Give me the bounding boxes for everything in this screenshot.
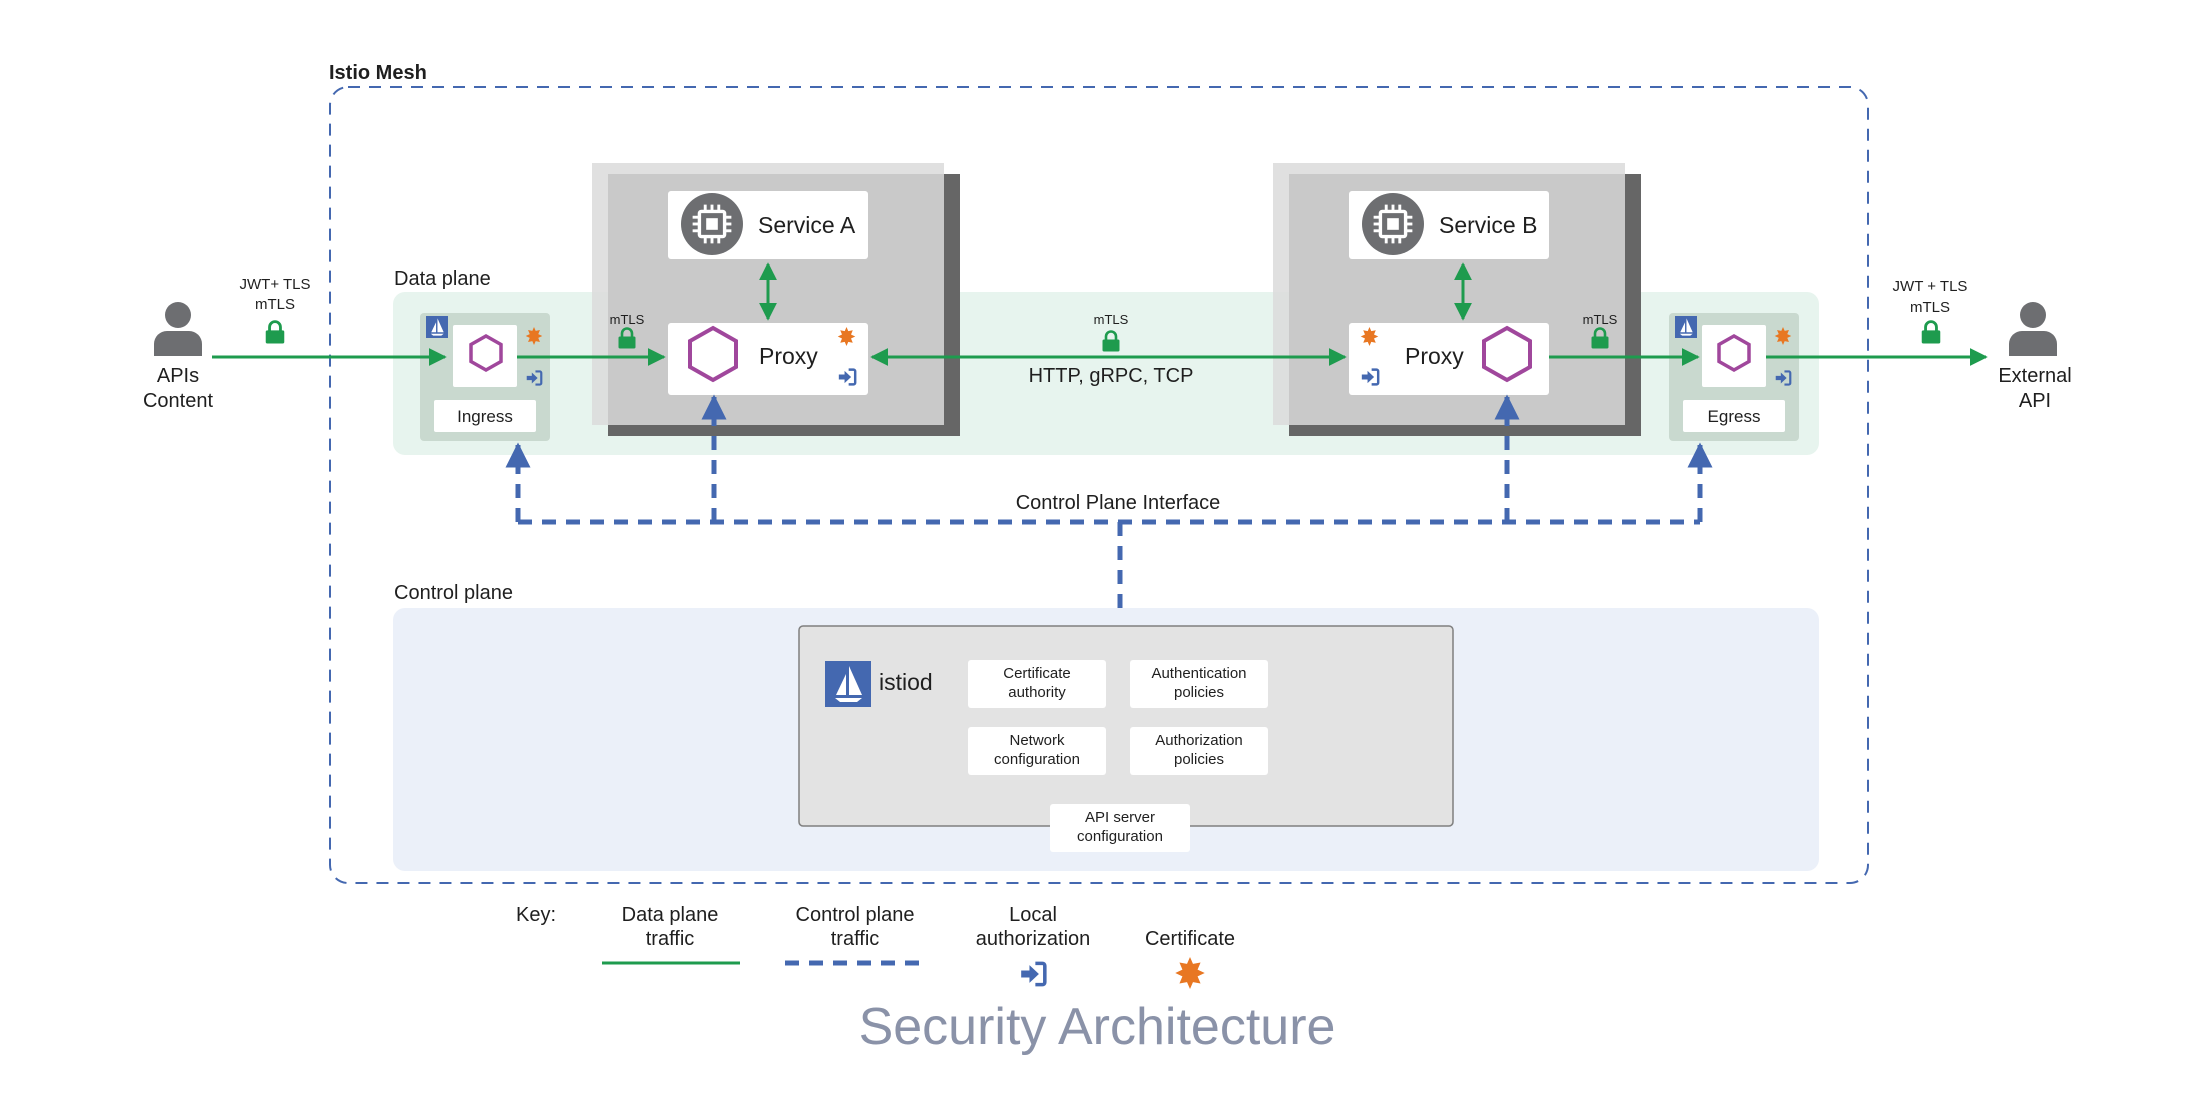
key-certificate-label: Certificate <box>1144 928 1236 950</box>
component-authn-line1: Authentication <box>1151 665 1247 682</box>
istio-logo-icon <box>426 316 448 338</box>
key-control-plane-line1: Control plane <box>795 904 915 926</box>
chip-icon <box>681 193 743 255</box>
lock-icon <box>264 320 286 344</box>
key-control-plane-line2: traffic <box>830 928 880 950</box>
left-user-label-line2: Content <box>142 390 214 412</box>
left-user-label-line1: APIs <box>156 365 200 387</box>
istio-logo-icon <box>1675 316 1697 338</box>
component-authz-line2: policies <box>1173 751 1225 768</box>
proxy-hexagon-icon <box>469 333 503 373</box>
mesh-mtls-label: mTLS <box>1093 312 1129 327</box>
local-authorization-icon <box>1019 961 1047 987</box>
proxy-hexagon-icon <box>1482 325 1532 383</box>
proxy-a <box>668 323 868 395</box>
left-protocol-line1: JWT+ TLS <box>239 276 311 293</box>
component-network-line2: configuration <box>994 751 1080 768</box>
service-b-pod <box>1273 163 1641 436</box>
proxy-hexagon-icon <box>1717 333 1751 373</box>
service-a-label: Service A <box>758 212 856 238</box>
chip-icon <box>1362 193 1424 255</box>
left-protocol-line2: mTLS <box>254 296 296 313</box>
mesh-protocols-label: HTTP, gRPC, TCP <box>1028 365 1194 387</box>
ingress-gateway <box>420 313 550 441</box>
key-local-auth-line1: Local <box>1009 904 1057 926</box>
right-user-label-line1: External <box>1998 365 2072 387</box>
key-data-plane-line2: traffic <box>645 928 695 950</box>
egress-mtls-label: mTLS <box>1582 312 1618 327</box>
proxy-a-label: Proxy <box>759 343 818 369</box>
diagram-title: Security Architecture <box>858 998 1336 1056</box>
key-label: Key: <box>516 904 557 926</box>
proxy-hexagon-icon <box>688 325 738 383</box>
certificate-icon <box>1175 957 1205 989</box>
control-plane-traffic <box>505 394 1713 625</box>
right-protocol-line2: mTLS <box>1909 299 1951 316</box>
istio-mesh-label: Istio Mesh <box>329 62 427 84</box>
egress-label: Egress <box>1707 407 1761 426</box>
component-network-line1: Network <box>1009 732 1065 749</box>
control-plane-label: Control plane <box>394 582 513 604</box>
key-local-auth-line2: authorization <box>975 928 1091 950</box>
istio-mesh-boundary <box>329 86 1869 884</box>
right-user-label-line2: API <box>2018 390 2052 412</box>
user-icon <box>154 302 202 356</box>
ingress-mtls-label: mTLS <box>609 312 645 327</box>
component-authz-line1: Authorization <box>1155 732 1243 749</box>
proxy-b <box>1349 323 1549 395</box>
service-a-pod <box>592 163 960 436</box>
control-plane-interface-label: Control Plane Interface <box>1015 492 1221 514</box>
component-authn-line2: policies <box>1173 684 1225 701</box>
right-protocol-line1: JWT + TLS <box>1892 278 1968 295</box>
istio-logo-icon <box>825 661 871 707</box>
data-plane-label: Data plane <box>394 268 491 290</box>
proxy-b-label: Proxy <box>1405 343 1464 369</box>
lock-icon <box>1920 320 1942 344</box>
user-icon <box>2009 302 2057 356</box>
component-cert-authority-line2: authority <box>1008 684 1066 701</box>
ingress-label: Ingress <box>457 407 513 426</box>
istiod-box <box>798 625 1454 852</box>
istiod-label: istiod <box>879 669 933 695</box>
component-cert-authority-line1: Certificate <box>1003 665 1071 682</box>
key-data-plane-line1: Data plane <box>621 904 719 926</box>
api-server-line2: configuration <box>1077 828 1163 845</box>
api-server-line1: API server <box>1084 809 1156 826</box>
service-b-label: Service B <box>1439 212 1538 238</box>
egress-gateway <box>1669 313 1799 441</box>
